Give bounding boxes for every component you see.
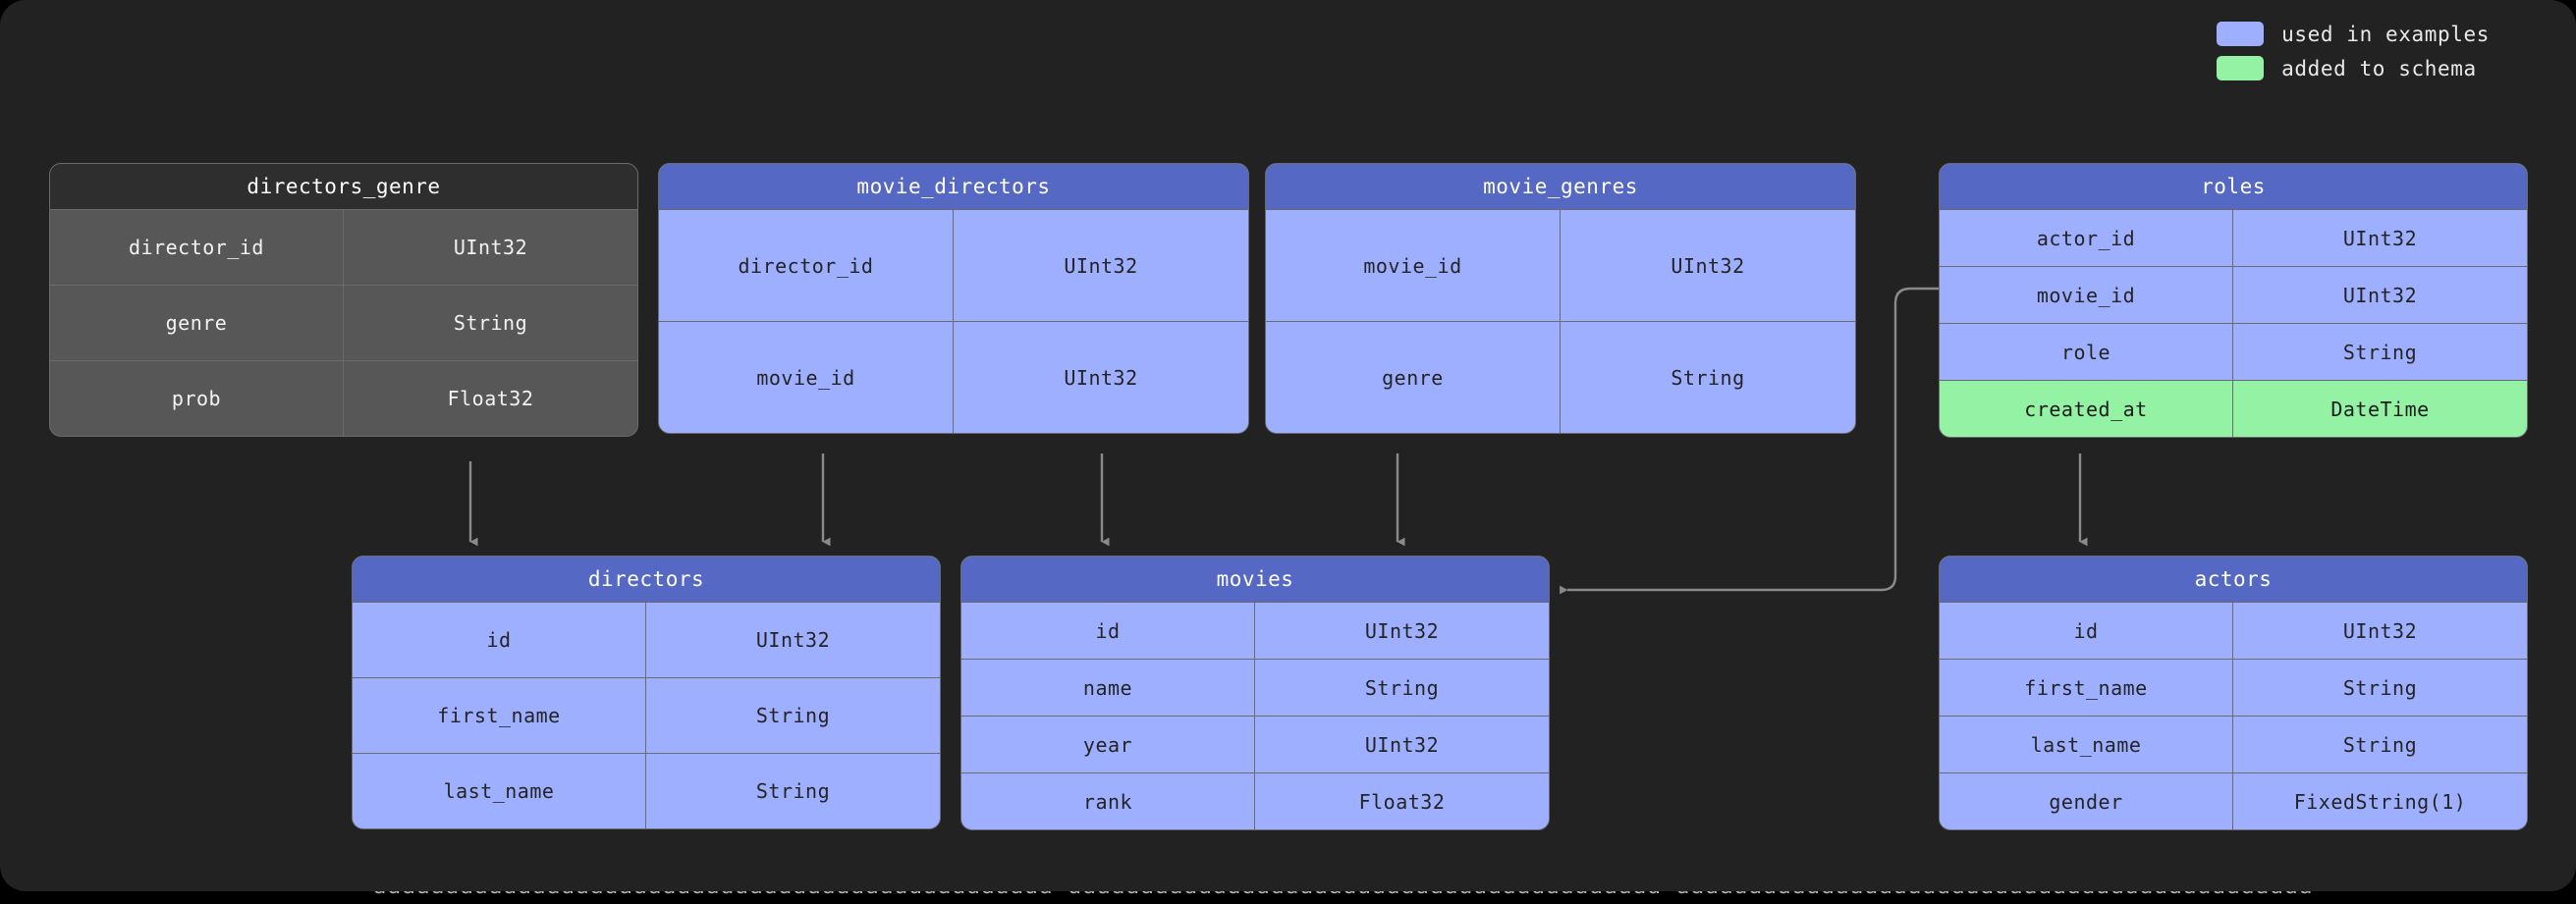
column-type: UInt32: [2233, 267, 2527, 323]
legend-label: added to schema: [2281, 56, 2477, 80]
table-columns: id UInt32 first_name String last_name St…: [1940, 602, 2527, 829]
table-row: rank Float32: [961, 772, 1549, 829]
table-row: id UInt32: [961, 602, 1549, 659]
legend-item-added-to-schema: added to schema: [2217, 56, 2490, 80]
used-in-examples-swatch: [2217, 22, 2265, 46]
table-row: actor_id UInt32: [1940, 209, 2527, 266]
column-name: first_name: [1940, 660, 2233, 716]
table-directors[interactable]: directors id UInt32 first_name String la…: [352, 556, 941, 829]
column-name: director_id: [659, 210, 954, 321]
column-name: movie_id: [1266, 210, 1561, 321]
table-row: role String: [1940, 323, 2527, 380]
column-name: director_id: [50, 210, 344, 285]
column-name: genre: [1266, 322, 1561, 433]
column-type: String: [2233, 324, 2527, 380]
table-movie_directors[interactable]: movie_directors director_id UInt32 movie…: [658, 163, 1249, 434]
table-row: genre String: [1266, 321, 1855, 433]
table-title: movie_genres: [1266, 164, 1855, 209]
table-row: last_name String: [353, 753, 940, 828]
column-name: movie_id: [1940, 267, 2233, 323]
column-name: genre: [50, 286, 344, 360]
table-row: id UInt32: [353, 602, 940, 677]
table-row: name String: [961, 659, 1549, 716]
table-movie_genres[interactable]: movie_genres movie_id UInt32 genre Strin…: [1265, 163, 1856, 434]
column-name: id: [1940, 603, 2233, 659]
table-movies[interactable]: movies id UInt32 name String year UInt32…: [960, 556, 1550, 830]
table-actors[interactable]: actors id UInt32 first_name String last_…: [1939, 556, 2528, 830]
column-type: UInt32: [954, 210, 1248, 321]
column-name: prob: [50, 361, 344, 436]
column-type: String: [2233, 717, 2527, 772]
table-title: movies: [961, 557, 1549, 602]
table-row: first_name String: [1940, 659, 2527, 716]
table-columns: movie_id UInt32 genre String: [1266, 209, 1855, 433]
legend-label: used in examples: [2281, 22, 2490, 46]
column-type: String: [344, 286, 637, 360]
column-type: FixedString(1): [2233, 773, 2527, 829]
table-row: genre String: [50, 285, 637, 360]
table-columns: id UInt32 first_name String last_name St…: [353, 602, 940, 828]
table-row: last_name String: [1940, 716, 2527, 772]
column-name: rank: [961, 773, 1255, 829]
column-name: name: [961, 660, 1255, 716]
table-columns: director_id UInt32 genre String prob Flo…: [50, 209, 637, 436]
column-type: String: [1561, 322, 1855, 433]
table-columns: id UInt32 name String year UInt32 rank F…: [961, 602, 1549, 829]
table-row: year UInt32: [961, 716, 1549, 772]
legend: used in examples added to schema: [2217, 22, 2490, 80]
column-type: UInt32: [646, 603, 940, 677]
table-row: first_name String: [353, 677, 940, 753]
table-row: director_id UInt32: [659, 209, 1248, 321]
table-title: movie_directors: [659, 164, 1248, 209]
column-name: year: [961, 717, 1255, 772]
table-title: directors_genre: [50, 164, 637, 209]
column-type: String: [646, 754, 940, 828]
column-name: actor_id: [1940, 210, 2233, 266]
table-title: roles: [1940, 164, 2527, 209]
column-name: last_name: [353, 754, 646, 828]
column-type: DateTime: [2233, 381, 2527, 437]
column-type: Float32: [344, 361, 637, 436]
column-name: movie_id: [659, 322, 954, 433]
table-row: prob Float32: [50, 360, 637, 436]
added-to-schema-swatch: [2217, 56, 2265, 80]
column-name: id: [353, 603, 646, 677]
table-columns: actor_id UInt32 movie_id UInt32 role Str…: [1940, 209, 2527, 437]
table-row: movie_id UInt32: [1940, 266, 2527, 323]
clipped-bottom-row: aaaaaaaaaaaaaaaaaaaaaaaaaaaaaaaaaaaaaaaa…: [0, 891, 2576, 904]
column-type: UInt32: [2233, 603, 2527, 659]
column-name: created_at: [1940, 381, 2233, 437]
table-row: movie_id UInt32: [1266, 209, 1855, 321]
table-row: id UInt32: [1940, 602, 2527, 659]
column-name: first_name: [353, 678, 646, 753]
column-name: role: [1940, 324, 2233, 380]
column-name: last_name: [1940, 717, 2233, 772]
table-row: gender FixedString(1): [1940, 772, 2527, 829]
table-row: movie_id UInt32: [659, 321, 1248, 433]
column-type: UInt32: [2233, 210, 2527, 266]
column-type: UInt32: [1255, 717, 1549, 772]
table-directors_genre[interactable]: directors_genre director_id UInt32 genre…: [49, 163, 638, 437]
column-type: String: [1255, 660, 1549, 716]
table-row: director_id UInt32: [50, 209, 637, 285]
clipped-text: aaaaaaaaaaaaaaaaaaaaaaaaaaaaaaaaaaaaaaaa…: [373, 891, 2312, 899]
legend-item-used-in-examples: used in examples: [2217, 22, 2490, 46]
column-type: String: [646, 678, 940, 753]
table-row-added: created_at DateTime: [1940, 380, 2527, 437]
column-type: UInt32: [954, 322, 1248, 433]
column-name: gender: [1940, 773, 2233, 829]
column-type: UInt32: [1255, 603, 1549, 659]
table-roles[interactable]: roles actor_id UInt32 movie_id UInt32 ro…: [1939, 163, 2528, 438]
column-name: id: [961, 603, 1255, 659]
column-type: String: [2233, 660, 2527, 716]
table-title: actors: [1940, 557, 2527, 602]
table-columns: director_id UInt32 movie_id UInt32: [659, 209, 1248, 433]
column-type: UInt32: [1561, 210, 1855, 321]
column-type: UInt32: [344, 210, 637, 285]
table-title: directors: [353, 557, 940, 602]
column-type: Float32: [1255, 773, 1549, 829]
